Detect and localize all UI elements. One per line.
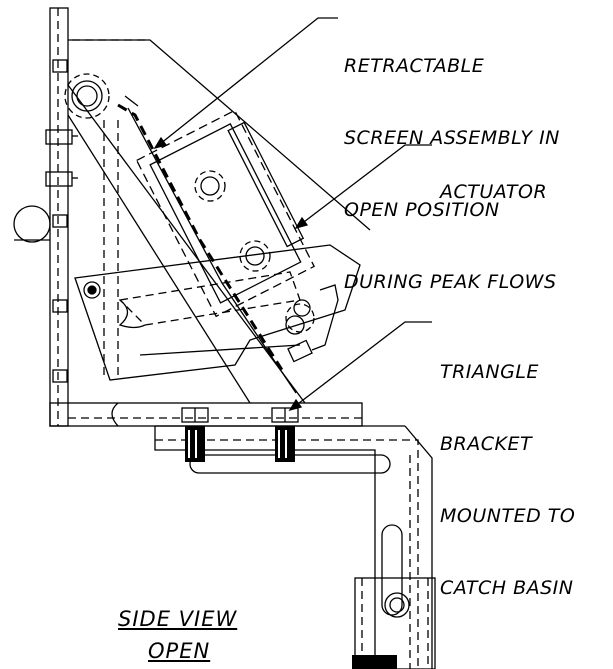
bracket-slot xyxy=(381,524,403,616)
base-anchor-bolts xyxy=(181,407,299,423)
threaded-bolt-shanks xyxy=(185,426,397,669)
bracket-callout-line3: MOUNTED TO xyxy=(440,505,576,527)
hidden-lines xyxy=(72,39,150,380)
side-triangle-plate xyxy=(67,39,371,404)
view-title-line1: SIDE VIEW xyxy=(118,607,238,631)
left-bumper xyxy=(13,205,51,243)
screen-callout-line2: SCREEN ASSEMBLY IN xyxy=(344,127,560,149)
actuator-callout: ACTUATOR xyxy=(440,132,547,228)
triangle-bracket xyxy=(154,425,433,669)
leader-lines xyxy=(153,17,432,412)
screen-callout-line3: OPEN POSITION xyxy=(344,199,500,221)
plate-side-bolts xyxy=(45,59,78,383)
bracket-callout-line4: CATCH BASIN xyxy=(440,577,574,599)
view-title-line2: OPEN xyxy=(148,639,211,663)
bracket-callout-line2: BRACKET xyxy=(440,433,533,455)
screen-assembly-callout: RETRACTABLE SCREEN ASSEMBLY IN OPEN POSI… xyxy=(344,6,560,318)
actuator-callout-line1: ACTUATOR xyxy=(440,181,548,203)
screen-callout-line1: RETRACTABLE xyxy=(344,55,485,77)
screen-mesh xyxy=(117,95,297,394)
lower-cam-plate xyxy=(74,244,361,381)
screen-callout-line4: DURING PEAK FLOWS xyxy=(344,271,557,293)
cam-pivot xyxy=(83,281,101,299)
upper-pivot-bolt xyxy=(64,73,110,119)
screen-assembly-frame xyxy=(135,109,316,318)
bracket-callout-line1: TRIANGLE xyxy=(440,361,539,383)
actuator-rollers xyxy=(194,170,315,335)
actuator-latch xyxy=(287,284,339,363)
mounting-clamp xyxy=(354,577,436,669)
bracket-callout: TRIANGLE BRACKET MOUNTED TO CATCH BASIN xyxy=(440,312,575,624)
